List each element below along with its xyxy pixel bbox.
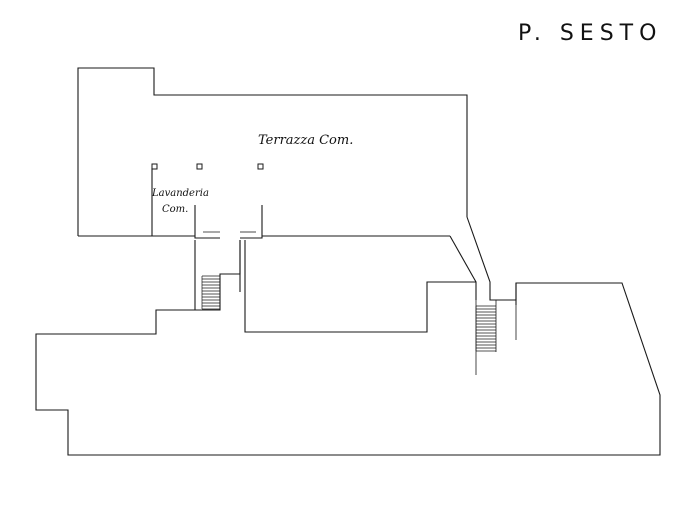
laundry-label-2: Com. — [162, 204, 188, 215]
left-stair-treads — [201, 275, 220, 310]
stair-right-wall — [240, 205, 263, 239]
lower-outline-upper — [244, 240, 477, 333]
pillar — [196, 163, 203, 170]
lower-outline-left — [35, 282, 661, 456]
terrace-outline — [77, 67, 468, 236]
pillar — [257, 163, 264, 170]
laundry-right-wall — [194, 205, 220, 239]
right-stair-treads — [475, 305, 496, 352]
pillar — [151, 163, 158, 170]
laundry-label: Lavanderia — [151, 188, 209, 199]
diagonal-corridor-left — [449, 235, 477, 283]
diagonal-corridor-right — [466, 216, 517, 301]
floor-title: P. SESTO — [518, 21, 662, 46]
terrace-label: Terrazza Com. — [258, 133, 353, 148]
